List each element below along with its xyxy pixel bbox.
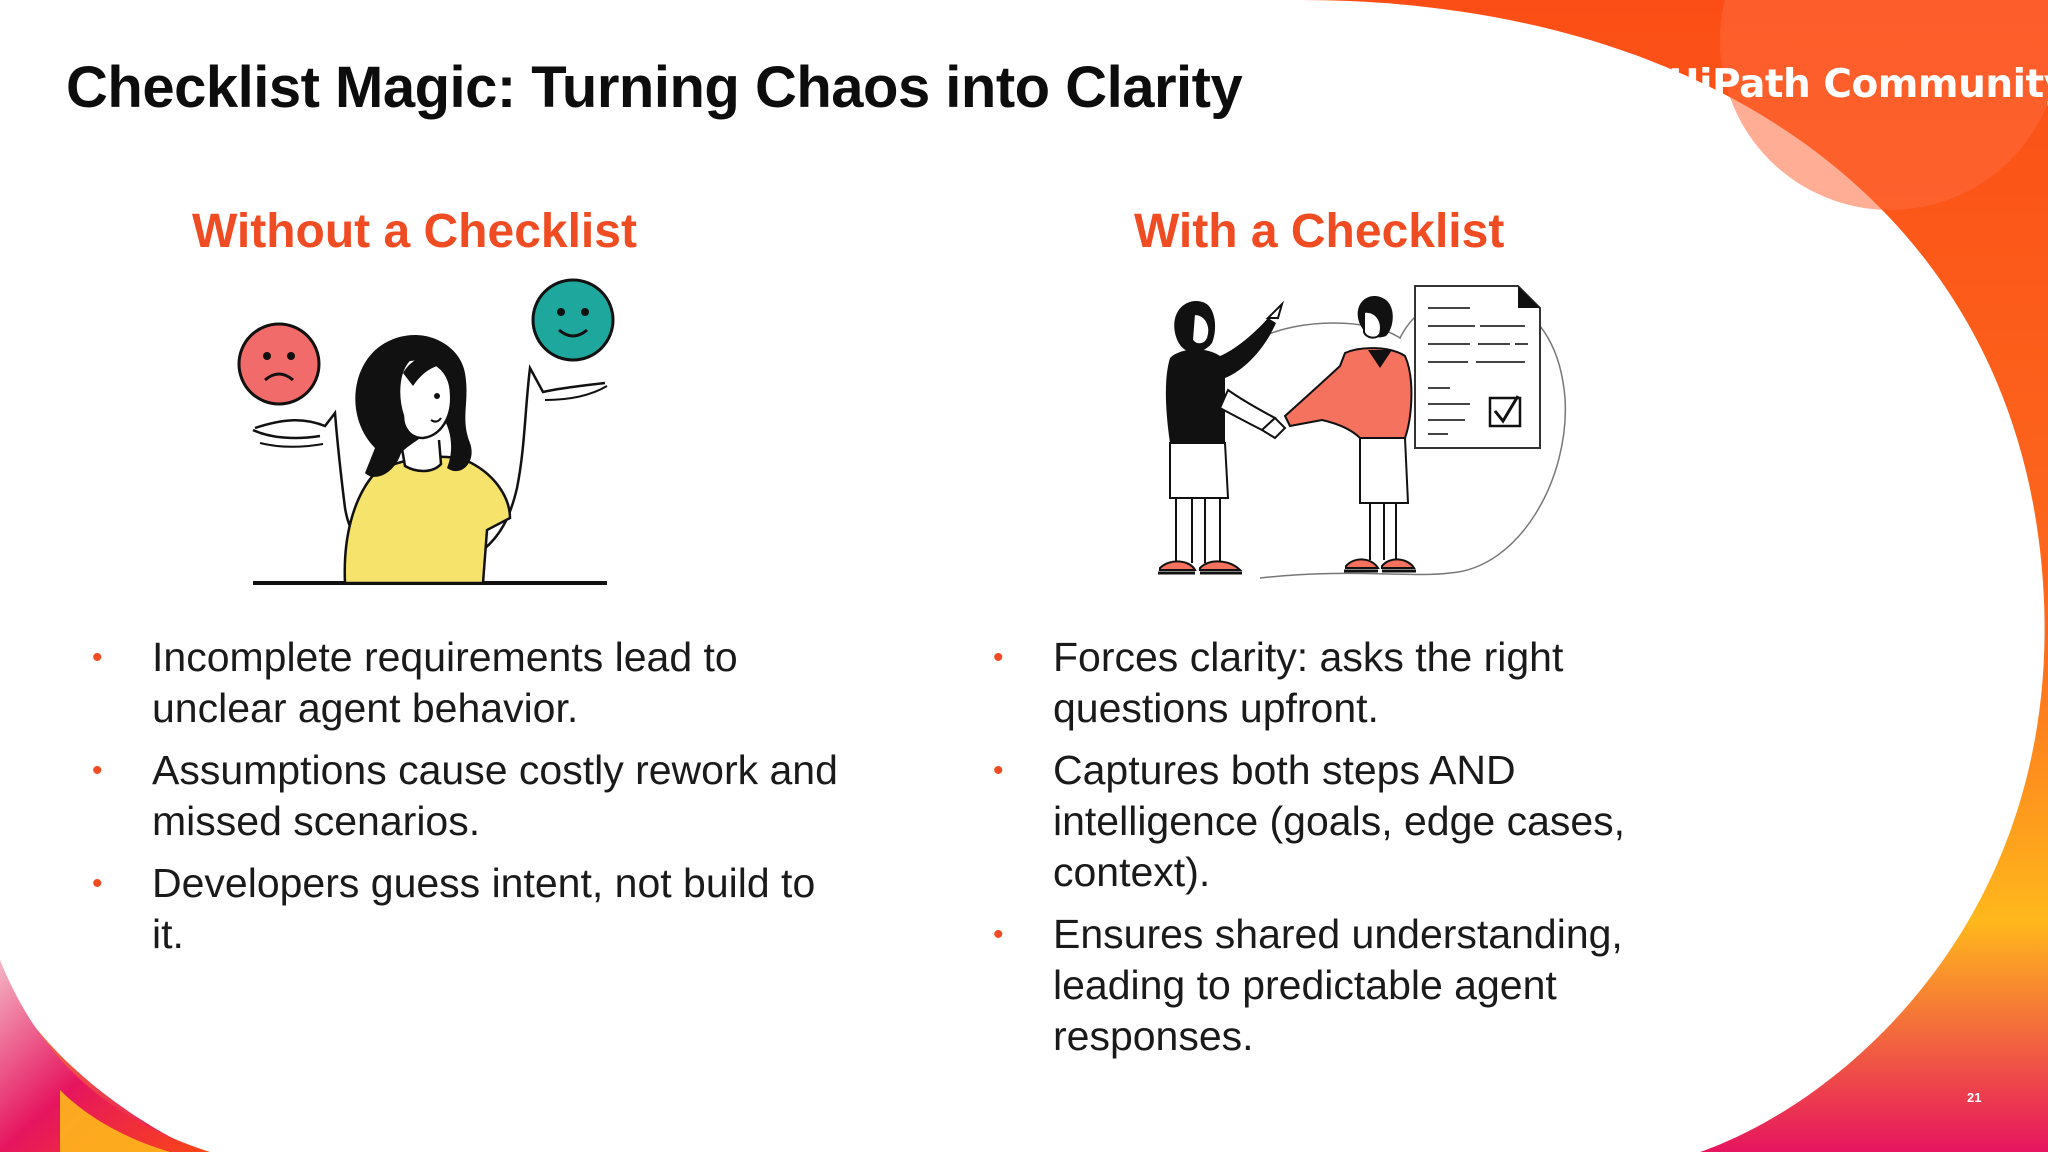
without-checklist-bullets: • Incomplete requirements lead to unclear…: [92, 632, 852, 971]
bottom-left-yellow: [60, 1090, 170, 1152]
slide-title: Checklist Magic: Turning Chaos into Clar…: [66, 55, 1243, 120]
with-checklist-heading: With a Checklist: [1134, 205, 1505, 258]
bullet-dot-icon: •: [92, 641, 103, 674]
bullet-text: Developers guess intent, not build to it…: [152, 860, 816, 957]
with-checklist-bullets: • Forces clarity: asks the right question…: [993, 632, 1713, 1073]
bullet-dot-icon: •: [993, 754, 1004, 787]
woman-weighing-faces-illustration: [237, 278, 615, 585]
page-number: 21: [1967, 1090, 1982, 1105]
bullet-text: Incomplete requirements lead to unclear …: [152, 634, 738, 731]
bullet-text: Ensures shared understanding, leading to…: [1053, 911, 1623, 1059]
bullet-dot-icon: •: [993, 641, 1004, 674]
handshake-checklist-illustration: [1158, 285, 1567, 579]
uipath-community-logo: UiPath Community: [1668, 62, 2048, 107]
bullet-item: • Captures both steps AND intelligence (g…: [993, 745, 1713, 898]
bullet-dot-icon: •: [993, 918, 1004, 951]
bullet-item: • Ensures shared understanding, leading t…: [993, 909, 1713, 1062]
without-checklist-heading: Without a Checklist: [192, 205, 637, 258]
sad-face-icon: [237, 322, 321, 406]
happy-face-icon: [531, 278, 615, 362]
bullet-item: • Assumptions cause costly rework and mis…: [92, 745, 852, 847]
logo-text: UiPath Community: [1668, 62, 2048, 107]
bullet-dot-icon: •: [92, 867, 103, 900]
logo-circle: [1720, 0, 2048, 210]
person-left-icon: [1158, 300, 1285, 575]
bottom-left-swoosh: [0, 960, 210, 1152]
bullet-text: Assumptions cause costly rework and miss…: [152, 747, 838, 844]
bullet-item: • Developers guess intent, not build to i…: [92, 858, 852, 960]
bullet-dot-icon: •: [92, 754, 103, 787]
handshake-icon: [1218, 388, 1287, 440]
checklist-document-icon: [1414, 285, 1541, 449]
bullet-item: • Incomplete requirements lead to unclear…: [92, 632, 852, 734]
bullet-text: Captures both steps AND intelligence (go…: [1053, 747, 1626, 895]
bullet-item: • Forces clarity: asks the right question…: [993, 632, 1713, 734]
person-right-icon: [1283, 296, 1416, 573]
bullet-text: Forces clarity: asks the right questions…: [1053, 634, 1564, 731]
